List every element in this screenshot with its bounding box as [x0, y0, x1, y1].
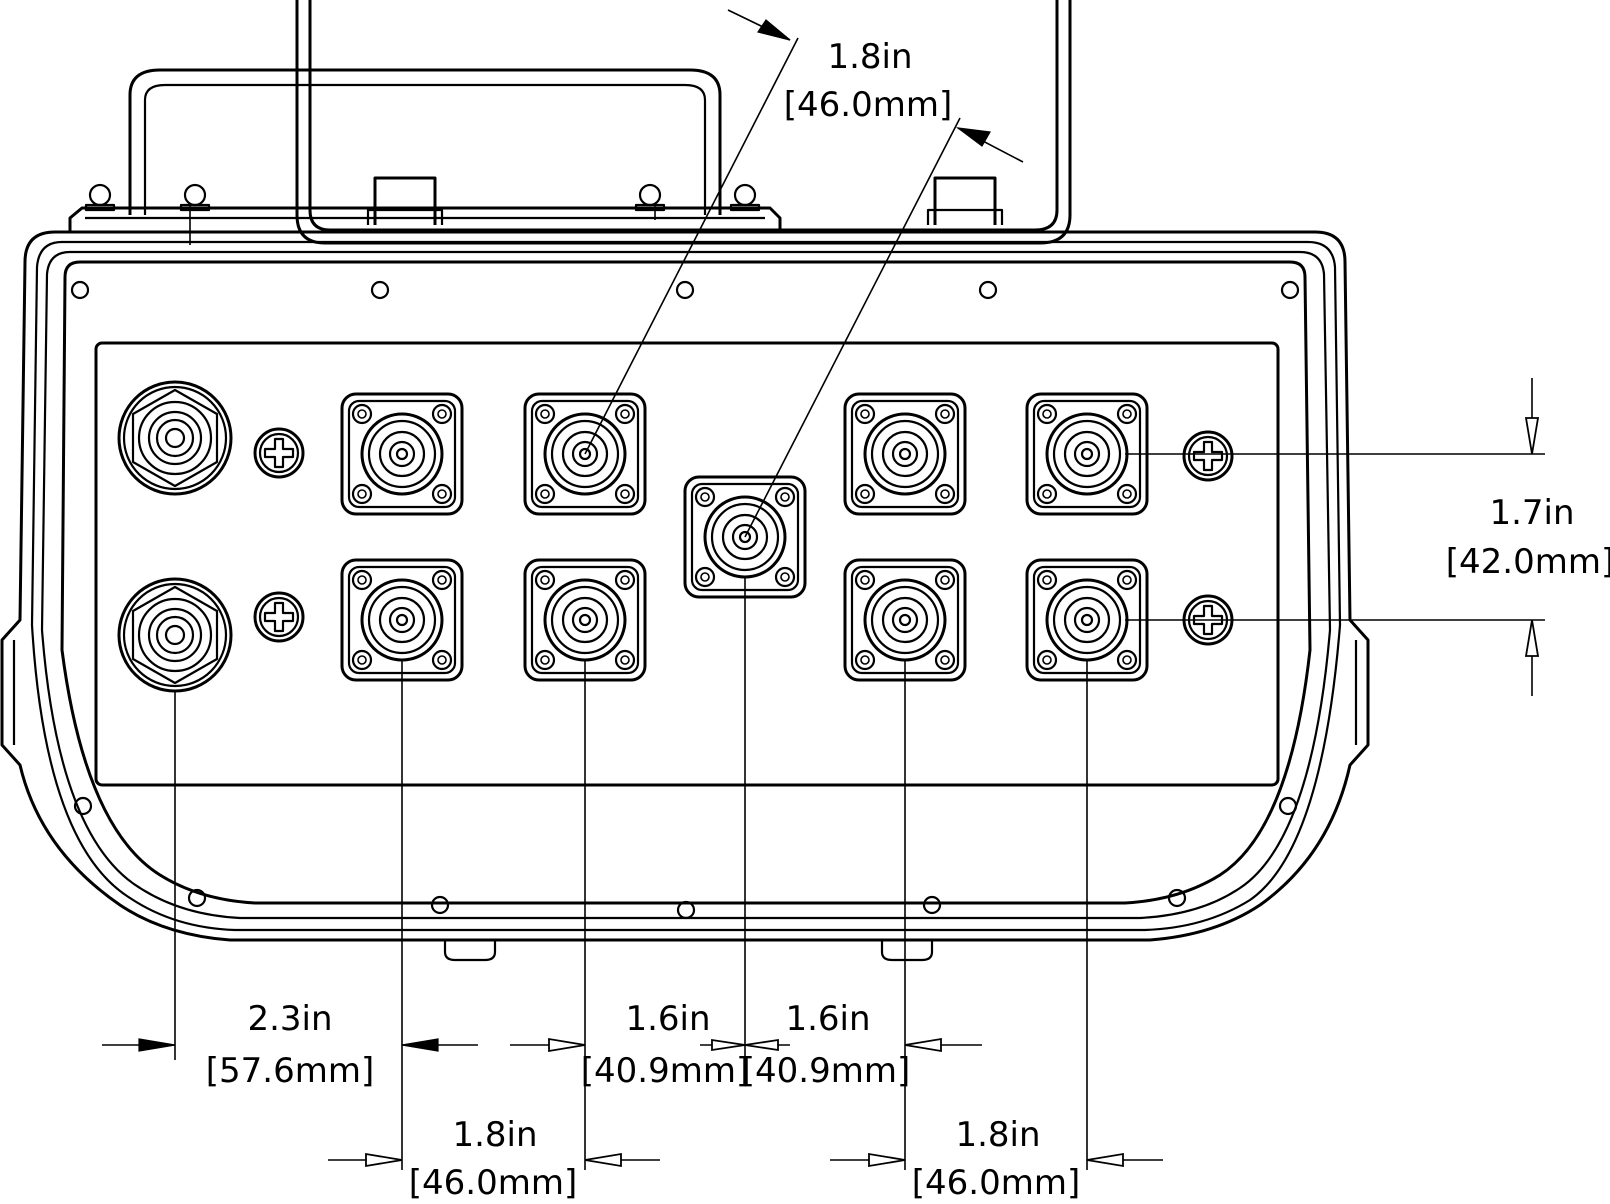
dim-lower-right-imperial: 1.8in — [955, 1115, 1040, 1155]
enclosure-body — [0, 230, 1370, 962]
dim-lower-left-imperial: 1.8in — [452, 1115, 537, 1155]
dim-lower-left-metric: [46.0mm] — [409, 1163, 577, 1203]
dim-center-left-metric: [40.9mm] — [581, 1051, 749, 1091]
panel-screws — [253, 427, 1234, 646]
dim-top-metric: [46.0mm] — [784, 85, 952, 125]
dim-center-left-imperial: 1.6in — [625, 999, 710, 1039]
top-mounting-bracket — [68, 0, 1072, 245]
dim-lower-right-metric: [46.0mm] — [912, 1163, 1080, 1203]
hex-connectors — [117, 380, 233, 693]
dimension-lines — [102, 9, 1545, 1170]
dim-bottom-left-metric: [57.6mm] — [206, 1051, 374, 1091]
dim-right-imperial: 1.7in — [1489, 493, 1574, 533]
dim-bottom-left-imperial: 2.3in — [247, 999, 332, 1039]
dim-right-metric: [42.0mm] — [1446, 542, 1610, 582]
dim-center-right-metric: [40.9mm] — [742, 1051, 910, 1091]
dim-top-imperial: 1.8in — [827, 37, 912, 77]
dim-center-right-imperial: 1.6in — [785, 999, 870, 1039]
dimension-labels: 1.8in [46.0mm] 1.7in [42.0mm] 2.3in [57.… — [206, 37, 1610, 1203]
